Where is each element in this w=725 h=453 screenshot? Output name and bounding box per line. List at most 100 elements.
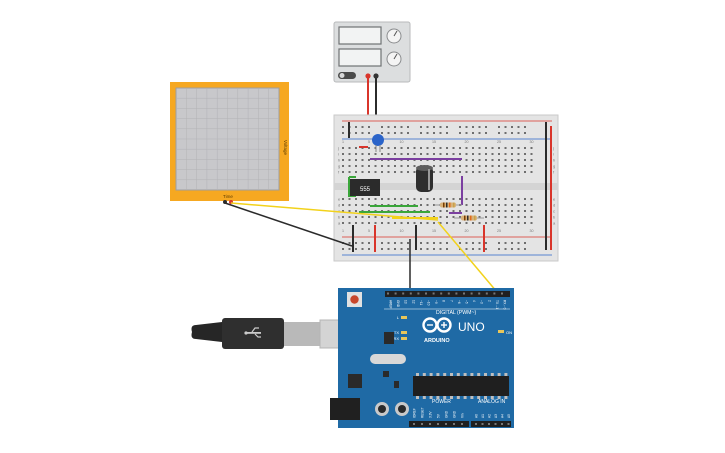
breadboard-column-label: 25	[497, 229, 501, 233]
breadboard-row-label: c	[338, 209, 340, 214]
power-jack[interactable]	[330, 398, 360, 420]
top-pin-label: 8	[442, 300, 446, 302]
breadboard-hole	[348, 222, 351, 224]
breadboard-hole	[511, 159, 513, 161]
breadboard-rail-hole	[394, 132, 396, 134]
breadboard-hole	[433, 153, 435, 155]
breadboard-column-label: 1	[342, 229, 344, 233]
breadboard-hole	[355, 147, 357, 149]
power-pin-label: 5V	[437, 413, 441, 418]
breadboard-rail-hole	[387, 126, 390, 128]
breadboard-hole	[394, 198, 396, 200]
breadboard-hole	[485, 147, 487, 149]
svg-text:TX: TX	[394, 330, 399, 335]
breadboard-hole	[361, 165, 364, 167]
breadboard-hole	[524, 153, 526, 155]
positive-terminal[interactable]	[365, 73, 371, 79]
breadboard-hole	[374, 153, 377, 155]
wire-yellow-arduino[interactable]	[437, 221, 498, 293]
breadboard-hole	[517, 204, 520, 206]
top-pin-label: ~3	[480, 300, 484, 304]
analog-header[interactable]	[471, 421, 511, 427]
breadboard-hole	[368, 204, 370, 206]
power-pin-label: RESET	[421, 407, 425, 418]
analog-pin-label: A1	[481, 414, 485, 418]
breadboard-hole	[530, 204, 533, 206]
breadboard-hole	[387, 198, 390, 200]
breadboard-rail-hole	[485, 248, 487, 250]
breadboard-rail-hole	[381, 132, 383, 134]
breadboard-hole	[478, 204, 481, 206]
breadboard-hole	[511, 147, 513, 149]
breadboard-hole	[498, 147, 500, 149]
breadboard-hole	[504, 153, 507, 155]
breadboard-rail-hole	[361, 126, 364, 128]
breadboard-hole	[524, 210, 526, 212]
breadboard-hole	[452, 171, 455, 173]
top-pin-label: ~5	[465, 300, 469, 304]
breadboard-rail-hole	[361, 132, 364, 134]
breadboard-hole	[342, 222, 344, 224]
power-pin-label: GND	[453, 410, 457, 418]
power-pin-label: GND	[445, 410, 449, 418]
breadboard-hole	[491, 147, 494, 149]
breadboard-hole	[530, 198, 533, 200]
breadboard-row-label: f	[553, 170, 555, 175]
breadboard-hole	[491, 171, 494, 173]
resistor-bottom[interactable]	[454, 215, 484, 221]
usb-cable[interactable]	[191, 318, 345, 349]
breadboard-hole	[381, 222, 383, 224]
negative-terminal[interactable]	[373, 73, 379, 79]
resistor-top[interactable]	[434, 202, 462, 208]
breadboard-hole	[524, 171, 526, 173]
breadboard-hole	[504, 210, 507, 212]
breadboard-hole	[472, 165, 474, 167]
breadboard-hole	[517, 222, 520, 224]
top-pin-label: 7	[449, 300, 453, 302]
breadboard-column-label: 1	[342, 140, 344, 144]
breadboard-hole	[478, 222, 481, 224]
breadboard-hole	[485, 171, 487, 173]
oscilloscope[interactable]: Voltage Time	[170, 82, 289, 204]
breadboard-hole	[439, 147, 442, 149]
breadboard-rail-hole	[433, 132, 435, 134]
breadboard-hole	[439, 153, 442, 155]
breadboard-hole	[361, 198, 364, 200]
breadboard-hole	[374, 216, 377, 218]
ceramic-capacitor[interactable]	[372, 134, 384, 146]
breadboard-hole	[498, 153, 500, 155]
digital-header[interactable]	[385, 291, 510, 297]
breadboard-hole	[485, 204, 487, 206]
chip-555[interactable]	[350, 179, 380, 196]
breadboard-hole	[348, 153, 351, 155]
breadboard-hole	[439, 216, 442, 218]
breadboard-hole	[433, 171, 435, 173]
status-leds: L TX RX ON	[393, 315, 512, 341]
breadboard-rail-hole	[465, 132, 468, 134]
breadboard-rail-hole	[498, 126, 500, 128]
breadboard-hole	[387, 147, 390, 149]
power-supply[interactable]	[333, 21, 411, 83]
breadboard-column-label: 20	[465, 140, 469, 144]
breadboard-hole	[387, 171, 390, 173]
breadboard-hole	[511, 216, 513, 218]
breadboard-rail-hole	[472, 126, 474, 128]
wire-black-probe[interactable]	[224, 202, 353, 247]
chip-label: 555	[360, 187, 371, 193]
breadboard-hole	[504, 222, 507, 224]
breadboard-row-label: h	[553, 158, 555, 163]
breadboard-hole	[355, 198, 357, 200]
wire-yellow-probe[interactable]	[230, 202, 439, 221]
breadboard-hole	[342, 159, 344, 161]
breadboard-hole	[504, 171, 507, 173]
breadboard-rail-hole	[504, 248, 507, 250]
breadboard-hole	[446, 165, 448, 167]
breadboard-hole	[459, 198, 461, 200]
breadboard-rail-hole	[478, 132, 481, 134]
breadboard-hole	[524, 159, 526, 161]
breadboard-rail-hole	[342, 132, 344, 134]
breadboard-hole	[420, 222, 422, 224]
breadboard-hole	[355, 159, 357, 161]
